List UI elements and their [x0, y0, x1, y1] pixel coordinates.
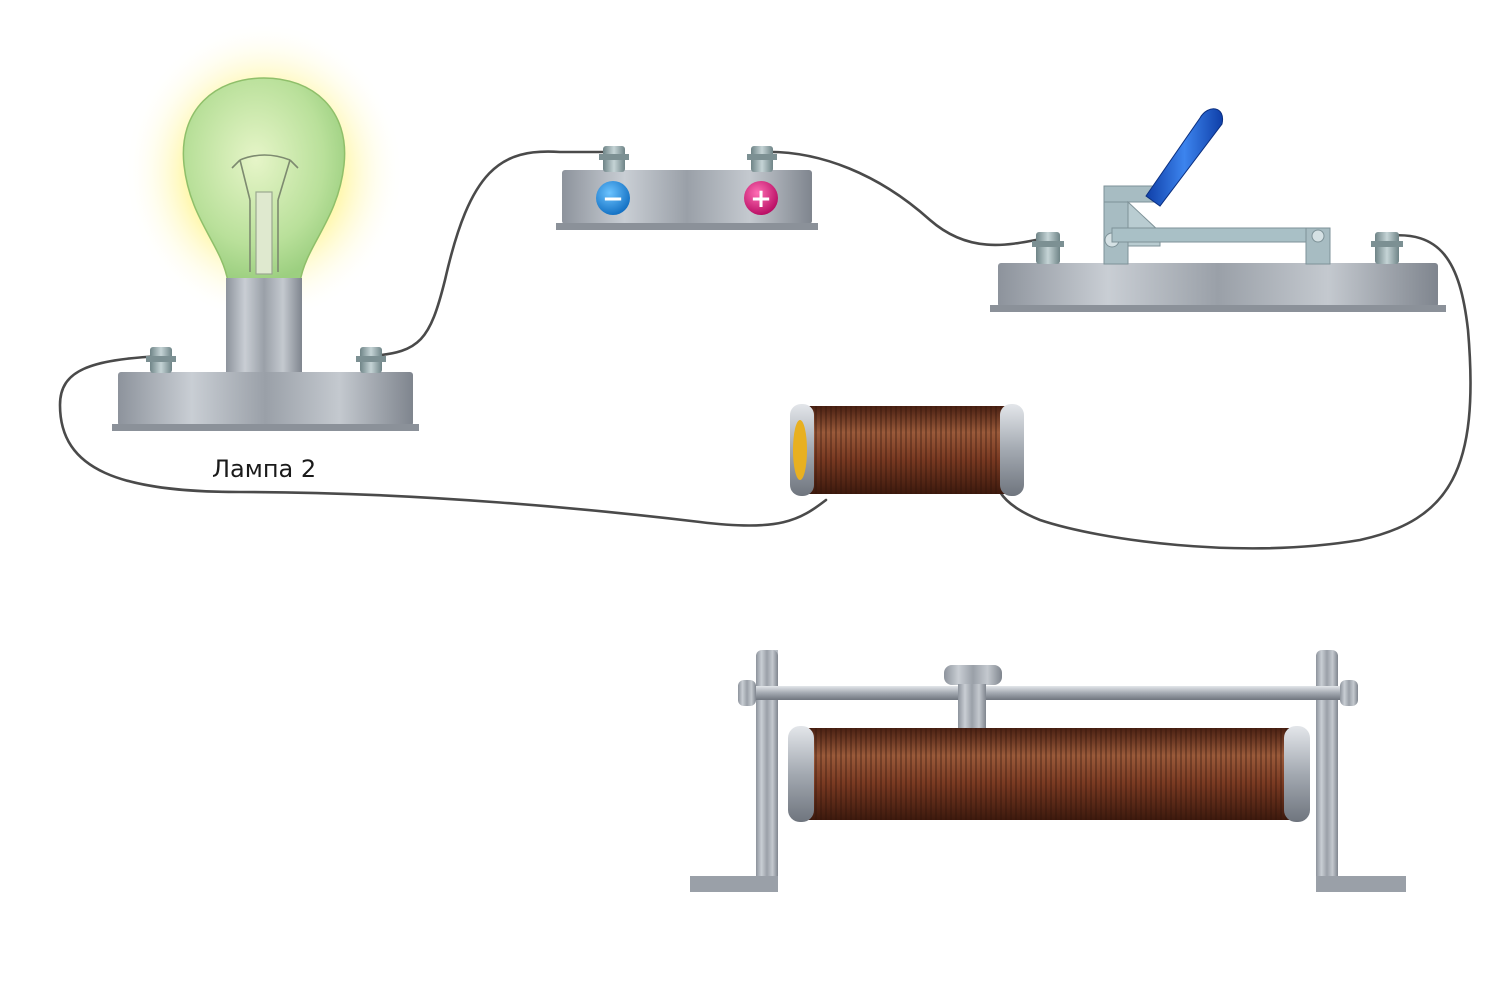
- coil-winding-stripes: [808, 406, 1008, 494]
- wire-coil-to-lamp: [58, 354, 828, 527]
- switch-blade: [1111, 227, 1331, 265]
- negative-pole-marker: [596, 181, 630, 215]
- rheostat-cap-left: [788, 726, 814, 822]
- switch-terminal-right: [1371, 232, 1403, 264]
- rheostat-winding-stripes: [806, 728, 1292, 820]
- battery[interactable]: − +: [556, 146, 818, 230]
- lamp-terminal-left: [146, 347, 176, 373]
- filament: [231, 154, 299, 275]
- switch-terminal-left: [1032, 232, 1064, 264]
- rheostat-rod-end-left: [738, 680, 756, 706]
- positive-pole-marker: [744, 181, 778, 215]
- wire-switch-to-coil: [998, 233, 1472, 550]
- battery-terminal-negative: [599, 146, 629, 172]
- lamp[interactable]: [112, 22, 419, 431]
- positive-pole-symbol: +: [750, 184, 772, 214]
- wire-battery-positive-to-switch: [760, 150, 1048, 247]
- switch-hinge: [1103, 185, 1161, 265]
- lamp-socket: [226, 278, 302, 374]
- rheostat-rod: [744, 686, 1356, 700]
- wire-lamp-to-battery-negative: [370, 150, 614, 358]
- rheostat-bracket-left: [690, 650, 778, 892]
- coil-flange-right: [1000, 404, 1024, 496]
- coil-flange-left: [790, 404, 814, 496]
- rheostat-slider[interactable]: [944, 665, 1002, 734]
- rheostat-bracket-right: [1316, 650, 1406, 892]
- negative-pole-symbol: −: [602, 184, 624, 214]
- wires: [58, 150, 1472, 550]
- switch-handle[interactable]: [1145, 108, 1224, 207]
- lamp-base: [118, 372, 413, 426]
- knife-switch[interactable]: [990, 108, 1446, 312]
- battery-terminal-positive: [747, 146, 777, 172]
- switch-shelf: [990, 305, 1446, 312]
- rheostat[interactable]: [690, 650, 1406, 892]
- lamp-terminal-right: [356, 347, 386, 373]
- battery-shelf: [556, 223, 818, 230]
- coil[interactable]: [790, 404, 1024, 496]
- lamp-base-shelf: [112, 424, 419, 431]
- rheostat-cap-right: [1284, 726, 1310, 822]
- rheostat-rod-end-right: [1340, 680, 1358, 706]
- bulb-glass: [182, 77, 346, 283]
- lamp-label: Лампа 2: [212, 455, 317, 483]
- switch-base: [998, 263, 1438, 307]
